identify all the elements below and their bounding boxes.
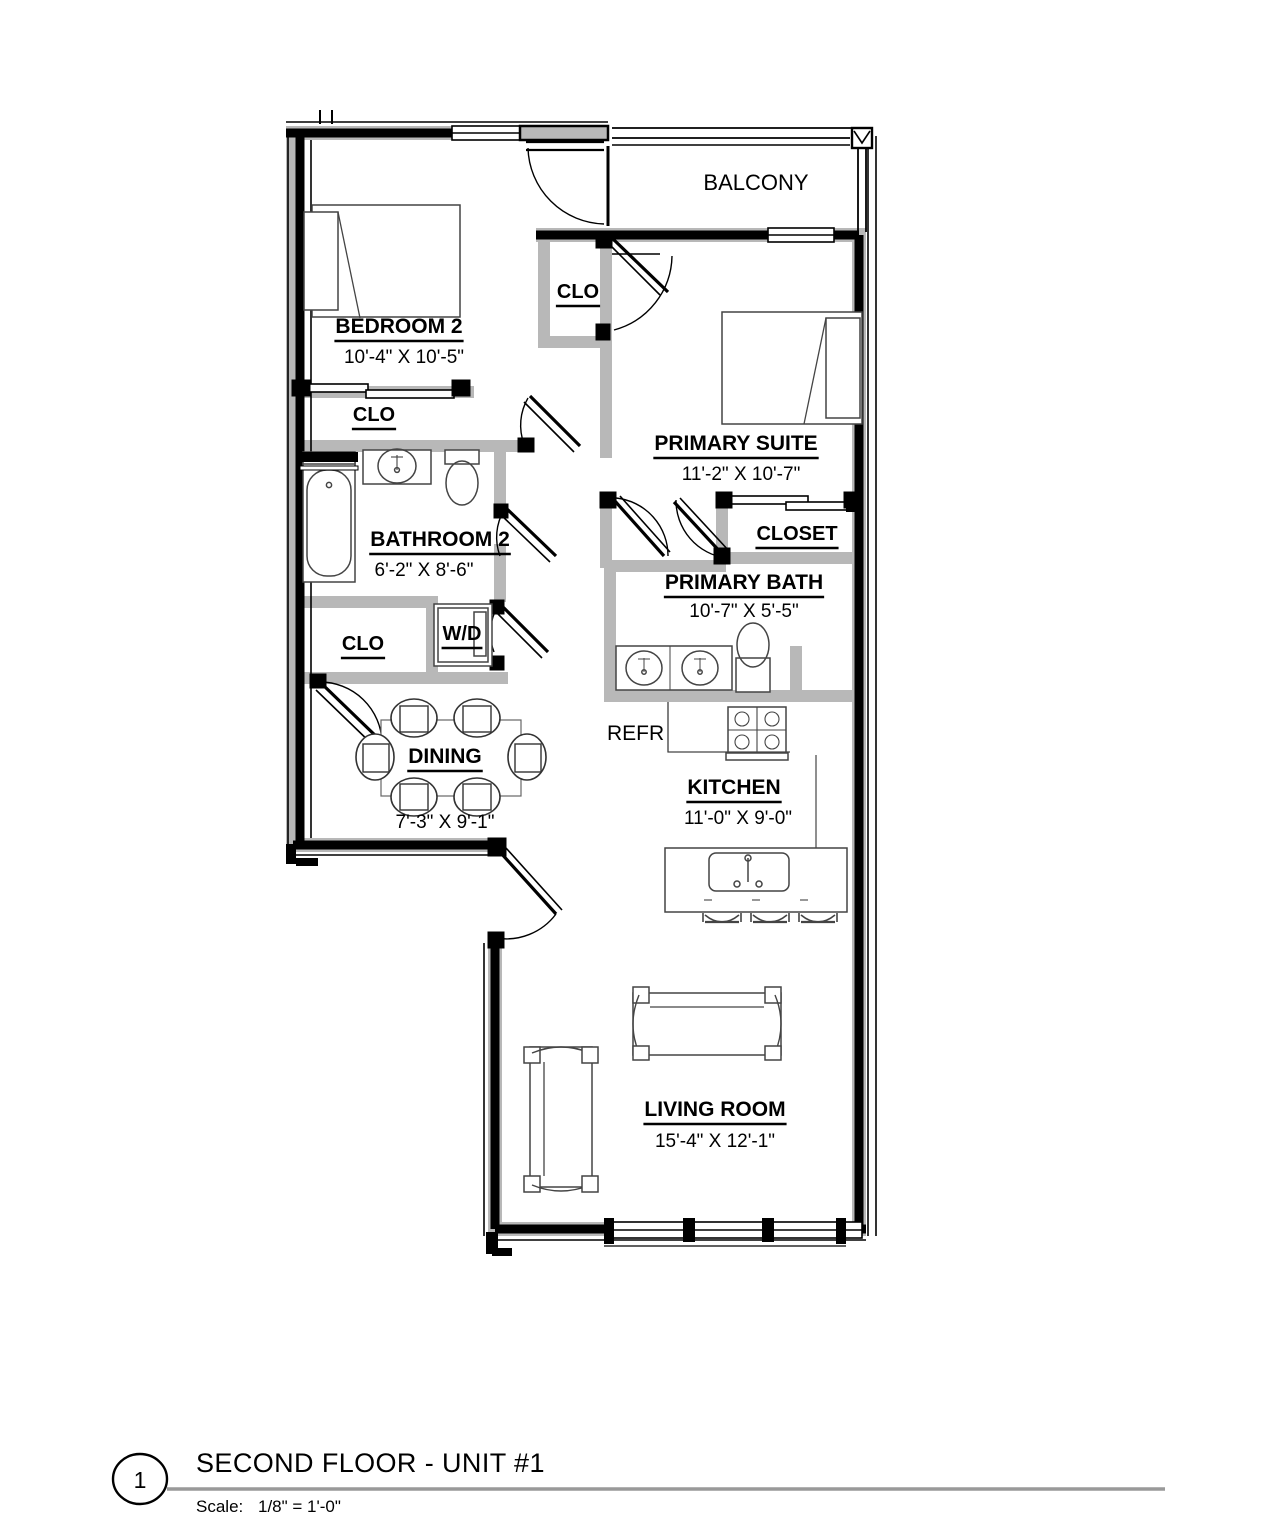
window-bedroom-2 — [451, 125, 525, 141]
dining-set — [355, 698, 547, 817]
room-name-primary-suite: PRIMARY SUITE — [654, 432, 817, 455]
window-primary-suite — [767, 227, 835, 243]
scale-note: Scale: 1/8" = 1'-0" — [196, 1497, 341, 1516]
closet-label-wd-laundry: W/D — [443, 623, 482, 645]
plan-label-balcony: BALCONY — [703, 170, 808, 195]
toilet-primary-bath — [735, 622, 771, 693]
barstool-1 — [702, 913, 742, 924]
room-name-living-room: LIVING ROOM — [644, 1098, 785, 1121]
plain-labels: BALCONY REFR — [607, 170, 809, 745]
barstool-3 — [798, 913, 838, 924]
barstool-2 — [750, 913, 790, 924]
title-block: 1 SECOND FLOOR - UNIT #1 Scale: 1/8" = 1… — [111, 1448, 1165, 1516]
island-kitchen — [664, 847, 848, 924]
door-wd — [489, 599, 550, 671]
door-clo-entry — [595, 231, 673, 341]
closet-labels: CLO CLO CLO CLOSET W/D — [340, 281, 839, 660]
door-bedroom-2 — [517, 394, 582, 453]
room-labels: BEDROOM 2 10'-4" X 10'-5" PRIMARY SUITE 11'… — [334, 315, 825, 1152]
detail-bubble — [111, 1452, 169, 1506]
balcony-railing — [612, 126, 874, 232]
bed-bedroom-2 — [303, 204, 461, 319]
room-dimensions-kitchen: 11'-0" X 9'-0" — [684, 808, 792, 829]
door-living-room — [487, 837, 563, 949]
room-name-bedroom-2: BEDROOM 2 — [335, 315, 462, 338]
room-name-kitchen: KITCHEN — [687, 776, 780, 799]
furniture-layer — [302, 204, 863, 1193]
vanity-primary-bath — [615, 645, 733, 691]
sheet-title: SECOND FLOOR - UNIT #1 — [196, 1448, 545, 1478]
counter-kitchen-upper — [667, 702, 790, 753]
sink-bathroom-2 — [362, 448, 432, 485]
room-name-bathroom-2: BATHROOM 2 — [370, 528, 510, 551]
door-clo-bedroom-2 — [291, 379, 471, 399]
plan-label-refr: REFR — [607, 722, 664, 745]
wall-stub-details — [286, 452, 860, 1256]
door-primary-bath — [672, 497, 731, 565]
room-name-primary-bath: PRIMARY BATH — [665, 571, 823, 594]
scale-label: Scale: — [196, 1497, 243, 1516]
range-kitchen — [725, 706, 789, 761]
window-living-room — [604, 1218, 863, 1247]
tub-bathroom-2 — [302, 451, 356, 583]
scale-value: 1/8" = 1'-0" — [258, 1497, 341, 1516]
wall-detail-lines — [286, 121, 877, 1241]
detail-number: 1 — [134, 1467, 147, 1493]
door-primary-suite — [599, 491, 671, 558]
loveseat-living — [523, 1046, 599, 1193]
bed-primary — [721, 311, 863, 425]
closet-label-clo-primary-entry: CLO — [557, 281, 599, 303]
closet-label-clo-bedroom-2: CLO — [353, 404, 395, 426]
room-dimensions-bedroom-2: 10'-4" X 10'-5" — [344, 347, 464, 368]
room-dimensions-living-room: 15'-4" X 12'-1" — [655, 1131, 775, 1152]
room-dimensions-bathroom-2: 6'-2" X 8'-6" — [375, 560, 474, 581]
room-dimensions-dining: 7'-3" X 9'-1" — [396, 812, 495, 833]
toilet-bathroom-2 — [444, 449, 480, 506]
closet-label-closet-primary: CLOSET — [756, 523, 837, 545]
room-dimensions-primary-bath: 10'-7" X 5'-5" — [689, 601, 798, 622]
door-entry — [518, 124, 610, 226]
washer-dryer — [433, 603, 493, 667]
dining-chairs — [355, 698, 547, 817]
closet-label-clo-hall: CLO — [342, 633, 384, 655]
sofa-living — [632, 986, 782, 1061]
wall-tick-marks — [319, 110, 333, 124]
room-name-dining: DINING — [408, 745, 482, 768]
door-bathroom-2 — [493, 503, 558, 563]
room-dimensions-primary-suite: 11'-2" X 10'-7" — [682, 464, 801, 485]
door-layer — [291, 124, 861, 949]
